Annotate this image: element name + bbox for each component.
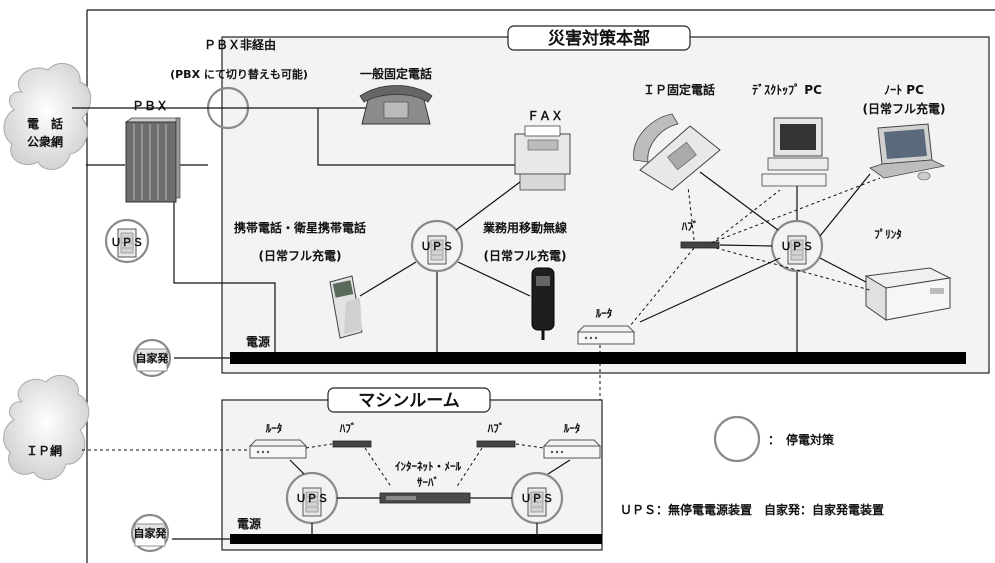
phone-network-label-2: 公衆網 [27, 134, 63, 149]
business-radio-note: (日常フル充電) [484, 248, 567, 263]
mr-left-hub-icon [332, 440, 372, 448]
mr-power-bus [230, 534, 602, 544]
hq-box [221, 36, 990, 374]
pbx-cabinet [124, 117, 181, 203]
notebook-pc-note: (日常フル充電) [863, 101, 946, 116]
it-ups-to-notebook [819, 173, 871, 237]
hub-to-notebook [715, 177, 881, 242]
fax-label: ＦＡＸ [527, 109, 563, 123]
mobile-phone-icon [329, 275, 363, 339]
mobile-phone-note: (日常フル充電) [259, 248, 342, 263]
landline-phone-icon [359, 85, 433, 125]
hq-title-box [507, 25, 691, 51]
printer-icon [864, 267, 952, 321]
comm-ups-to-mobile [359, 261, 417, 297]
it-ups-to-router [639, 257, 781, 323]
machine-room-title-box [327, 387, 491, 413]
pbx-label: ＰＢＸ [132, 99, 168, 113]
mr-right-router-ups [547, 459, 571, 475]
comm-ups-to-fax [455, 181, 521, 231]
machine-room-title: マシンルーム [358, 391, 460, 411]
mr-left-router-icon [249, 439, 307, 459]
printer-label: ﾌﾟﾘﾝﾀ [874, 227, 902, 241]
phone-network-cloud: 電 話 公衆網 [3, 62, 92, 170]
pbx-switch-label: (PBX にて切り替えも可能) [170, 67, 308, 81]
server-label-1: ｲﾝﾀｰﾈｯﾄ・ﾒｰﾙ [395, 460, 461, 473]
business-radio-icon [531, 267, 555, 340]
mr-power-label: 電源 [237, 516, 261, 531]
mr-generator: 自家発 [130, 513, 170, 553]
hq-generator: 自家発 [132, 338, 172, 378]
mr-right-hub-icon [476, 440, 516, 448]
hq-title: 災害対策本部 [548, 28, 650, 49]
landline-label: 一般固定電話 [360, 66, 432, 81]
server-label-2: ｻｰﾊﾞ [417, 475, 439, 489]
mr-right-hub-label: ﾊﾌﾞ [487, 421, 505, 435]
fax-icon [514, 125, 571, 191]
ip-network-label: ＩＰ網 [26, 443, 62, 458]
hq-hub-icon [680, 241, 720, 249]
hq-comm-ups: ＵＰＳ [410, 219, 464, 273]
mr-generator-label: 自家発 [134, 526, 168, 540]
mr-right-router-label: ﾙｰﾀ [563, 422, 581, 435]
mr-right-hub-router [515, 443, 545, 449]
mr-right-hub-to-server [455, 447, 483, 489]
ip-phone-icon [633, 113, 721, 191]
hq-generator-label: 自家発 [136, 351, 170, 365]
mr-right-ups-label: ＵＰＳ [521, 492, 554, 505]
it-ups-to-hub [719, 244, 773, 247]
hq-power-label: 電源 [246, 334, 270, 349]
hq-comm-ups-label: ＵＰＳ [421, 240, 454, 253]
pbx-power-line [173, 202, 276, 352]
mr-left-ups-label: ＵＰＳ [296, 492, 329, 505]
mr-left-hub-to-server [364, 447, 393, 489]
ip-phone-label: ＩＰ固定電話 [643, 82, 715, 97]
phone-line-fax [317, 108, 515, 166]
mr-left-hub-label: ﾊﾌﾞ [339, 421, 357, 435]
hq-router-label: ﾙｰﾀ [595, 307, 613, 320]
business-radio-label: 業務用移動無線 [482, 220, 567, 235]
it-ups-to-printer [819, 257, 867, 283]
hub-to-desktop [711, 189, 781, 244]
notebook-pc-label: ﾉｰﾄ PC [884, 83, 924, 97]
legend-abbreviations: ＵＰＳ：無停電電源装置 自家発：自家発電装置 [620, 502, 884, 517]
notebook-pc-icon [869, 123, 946, 181]
legend-ring-meaning: ： 停電対策 [768, 432, 835, 447]
hub-to-printer [715, 247, 871, 291]
mobile-phone-label: 携帯電話・衛星携帯電話 [234, 220, 366, 235]
mr-right-router-icon [543, 439, 601, 459]
mr-left-router-label: ﾙｰﾀ [265, 422, 283, 435]
desktop-pc-label: ﾃﾞｽｸﾄｯﾌﾟ PC [752, 82, 822, 97]
desktop-pc-icon [761, 117, 829, 187]
ip-network-cloud: ＩＰ網 [3, 374, 90, 480]
hq-router-icon [577, 325, 635, 345]
legend-ring [713, 415, 761, 463]
it-ups-to-ipphone [699, 171, 779, 231]
comm-ups-to-radio [457, 261, 531, 297]
machine-room-box [221, 399, 603, 551]
server-icon [379, 492, 471, 504]
hub-to-router [629, 247, 695, 327]
pbx-bypass-label: ＰＢＸ非経由 [204, 37, 276, 52]
pbx-ups: ＵＰＳ [104, 218, 150, 264]
hq-power-bus [230, 352, 966, 364]
hq-it-ups-label: ＵＰＳ [781, 240, 814, 253]
pbx-ups-label: ＵＰＳ [111, 236, 144, 249]
mr-left-router-ups [289, 459, 305, 475]
mr-left-router-hub [305, 443, 333, 449]
hq-hub-label: ﾊﾌﾞ [681, 219, 699, 233]
phone-network-label-1: 電 話 [27, 116, 63, 131]
